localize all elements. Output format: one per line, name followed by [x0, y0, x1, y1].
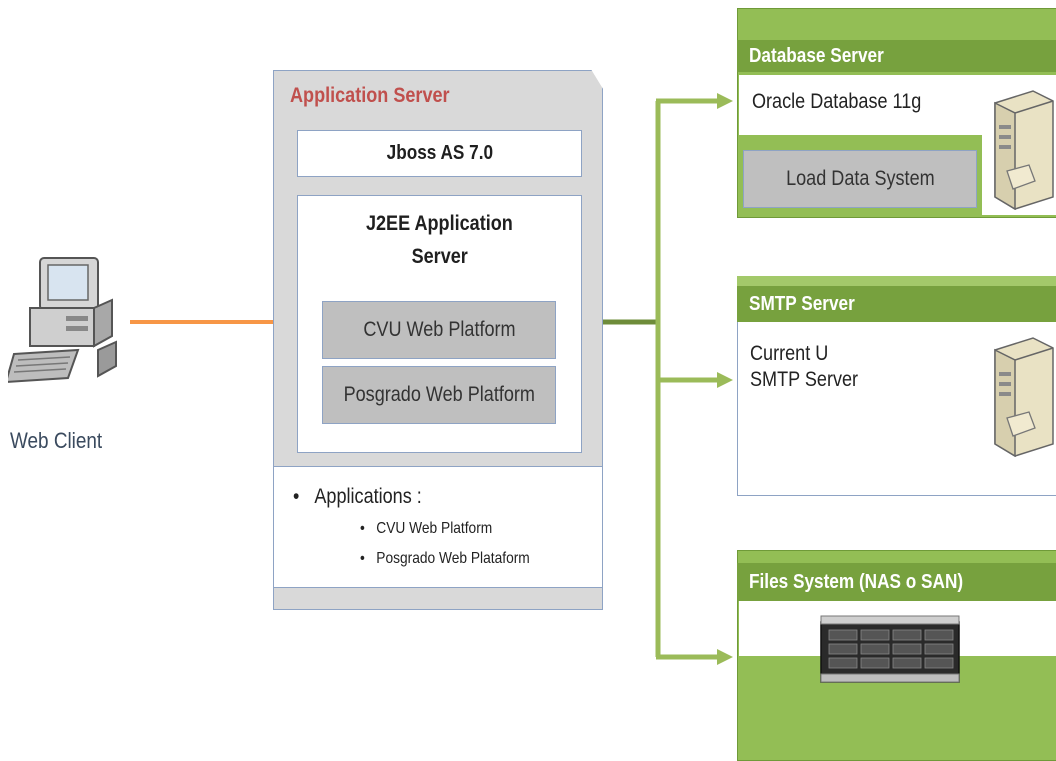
server-tower-icon — [994, 337, 1054, 457]
smtp-server-title: SMTP Server — [737, 276, 1056, 322]
application-list-item: • Posgrado Web Plataform — [360, 550, 530, 567]
application-server-title: Application Server — [290, 84, 450, 107]
j2ee-server-title: J2EE Application Server — [366, 212, 513, 268]
web-client-label: Web Client — [10, 428, 103, 453]
storage-array-icon — [820, 615, 960, 683]
jboss-container-box: Jboss AS 7.0 — [297, 130, 582, 177]
load-data-system-box: Load Data System — [743, 150, 977, 208]
smtp-server-line2: SMTP Server — [750, 368, 859, 391]
smtp-server-line1: Current U — [750, 342, 829, 365]
application-list-item: • CVU Web Platform — [360, 520, 493, 537]
server-tower-icon — [994, 90, 1054, 210]
cvu-web-platform-box: CVU Web Platform — [322, 301, 556, 359]
database-server-title: Database Server — [737, 40, 1056, 72]
posgrado-web-platform-box: Posgrado Web Platform — [322, 366, 556, 424]
files-system-title: Files System (NAS o SAN) — [737, 563, 1056, 601]
applications-list-title: • Applications : — [293, 485, 422, 508]
oracle-database-label: Oracle Database 11g — [752, 90, 922, 113]
computer-icon — [8, 257, 117, 383]
applications-list-box — [273, 466, 603, 588]
